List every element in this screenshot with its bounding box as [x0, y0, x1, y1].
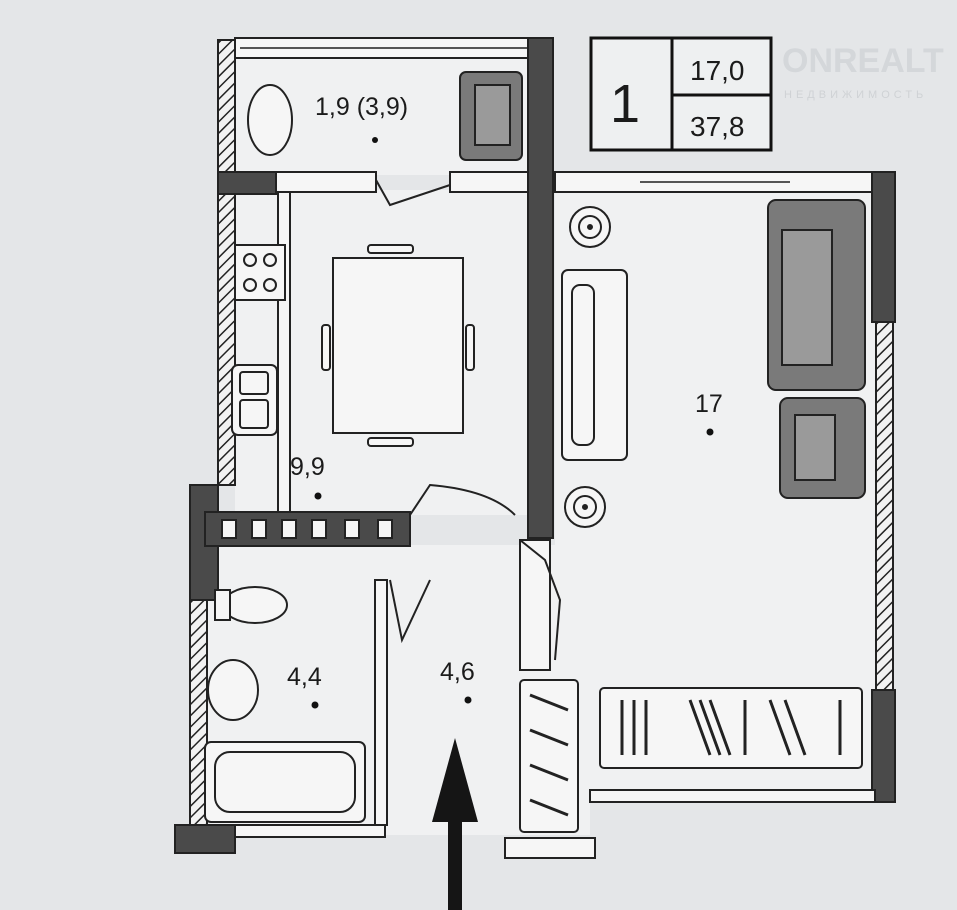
- hall-wardrobe-icon: [519, 679, 579, 833]
- watermark-brand: ONREALT: [782, 42, 944, 80]
- walls: [174, 37, 896, 859]
- watermark-subtitle: НЕДВИЖИМОСТЬ: [784, 89, 927, 101]
- room-labels: 1,9 (3,9) 9,9 17 4,4 4,6: [287, 93, 723, 709]
- bathtub-icon: [204, 741, 366, 823]
- partition-kitchen-bath: [204, 511, 411, 547]
- wardrobe-icon: [599, 687, 863, 769]
- hallway-area: 4,6: [440, 658, 475, 686]
- loggia-table-icon: [247, 84, 293, 156]
- furniture: [204, 71, 866, 833]
- central-wall: [527, 37, 554, 539]
- total-area: 37,8: [690, 111, 745, 142]
- outer-wall-right-hatched: [875, 321, 894, 691]
- kitchen-area: 9,9: [290, 453, 325, 481]
- living-area: 17,0: [690, 55, 745, 86]
- living-room-area: 17: [695, 390, 723, 418]
- washbasin-icon: [207, 659, 259, 721]
- loggia-area: 1,9 (3,9): [315, 93, 408, 121]
- entrance-arrow-icon: [432, 738, 478, 910]
- legend-box: 1 17,0 37,8: [589, 36, 773, 152]
- toilet-icon: [222, 586, 288, 624]
- bathroom-area: 4,4: [287, 663, 322, 691]
- doors: [375, 179, 562, 661]
- room-count: 1: [610, 74, 640, 134]
- stove-icon: [234, 244, 286, 301]
- dining-table-icon: [332, 257, 464, 434]
